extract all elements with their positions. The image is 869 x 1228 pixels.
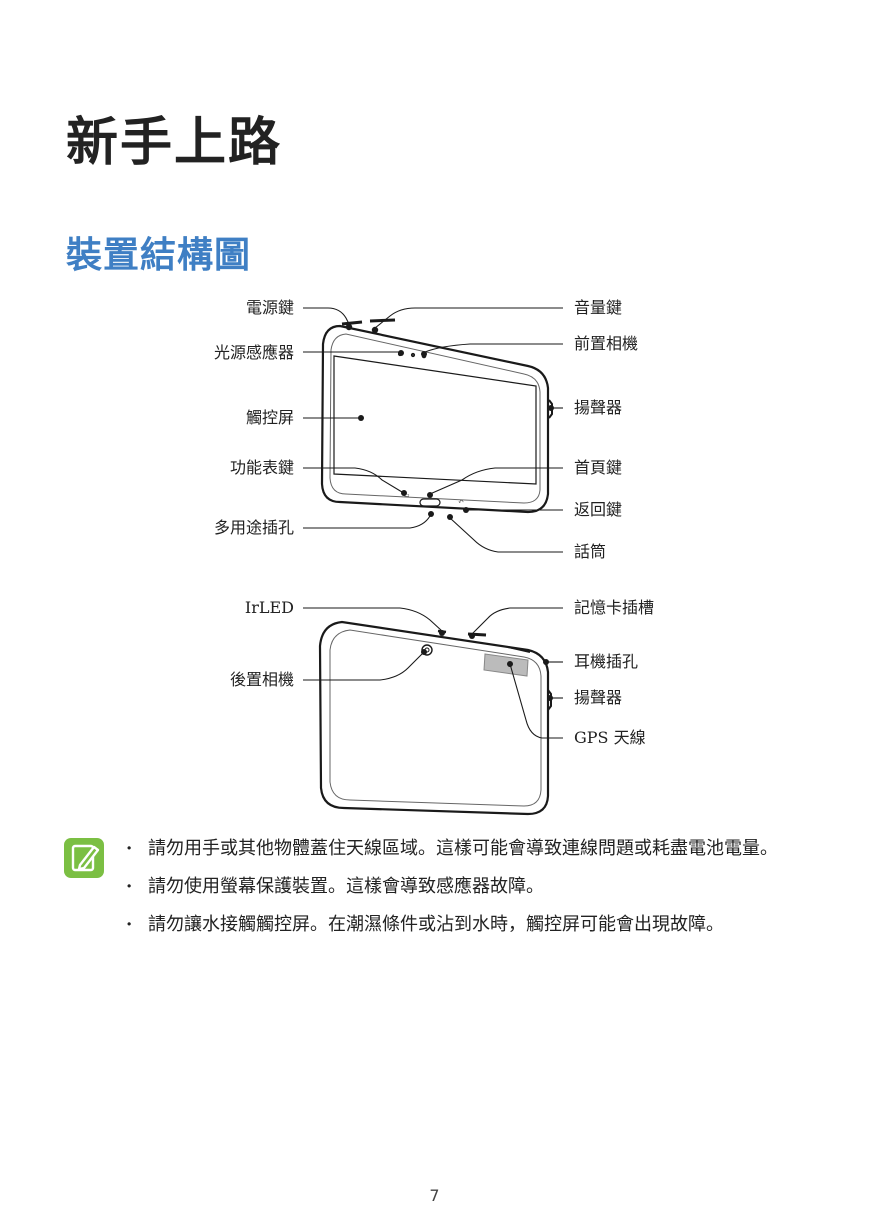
- back-view-illustration: [318, 620, 552, 816]
- chapter-title: 新手上路: [66, 113, 283, 173]
- label-irled: IrLED: [244, 598, 294, 617]
- device-layout-diagram: ▭ ↶: [303, 307, 563, 816]
- section-title: 裝置結構圖: [66, 235, 252, 276]
- page-number: 7: [429, 1186, 440, 1205]
- label-power-key: 電源鍵: [245, 298, 294, 317]
- label-speaker-front: 揚聲器: [574, 398, 623, 417]
- label-touchscreen: 觸控屏: [245, 408, 294, 427]
- label-gps-antenna: GPS 天線: [574, 728, 646, 747]
- label-rear-camera: 後置相機: [229, 670, 294, 689]
- label-volume-key: 音量鍵: [574, 298, 623, 317]
- label-memory-card-slot: 記憶卡插槽: [574, 598, 655, 617]
- label-multipurpose-jack: 多用途插孔: [213, 518, 294, 537]
- label-microphone: 話筒: [574, 542, 607, 561]
- note-item: 請勿用手或其他物體蓋住天線區域。這樣可能會導致連線問題或耗盡電池電量。: [126, 836, 806, 862]
- label-home-key: 首頁鍵: [574, 458, 623, 477]
- svg-text:↶: ↶: [458, 498, 464, 506]
- callout-dots: [345, 323, 554, 701]
- label-menu-key: 功能表鍵: [229, 458, 294, 477]
- note-list: 請勿用手或其他物體蓋住天線區域。這樣可能會導致連線問題或耗盡電池電量。 請勿使用…: [126, 836, 806, 950]
- note-pencil-icon: [64, 838, 104, 878]
- svg-text:▭: ▭: [404, 492, 410, 499]
- label-speaker-back: 揚聲器: [574, 688, 623, 707]
- note-item: 請勿使用螢幕保護裝置。這樣會導致感應器故障。: [126, 874, 806, 900]
- label-headset-jack: 耳機插孔: [574, 652, 639, 671]
- callout-lines: [303, 307, 563, 739]
- note-item: 請勿讓水接觸觸控屏。在潮濕條件或沾到水時，觸控屏可能會出現故障。: [126, 912, 806, 938]
- label-front-camera: 前置相機: [574, 334, 639, 353]
- label-light-sensor: 光源感應器: [213, 343, 294, 362]
- label-back-key: 返回鍵: [574, 500, 623, 519]
